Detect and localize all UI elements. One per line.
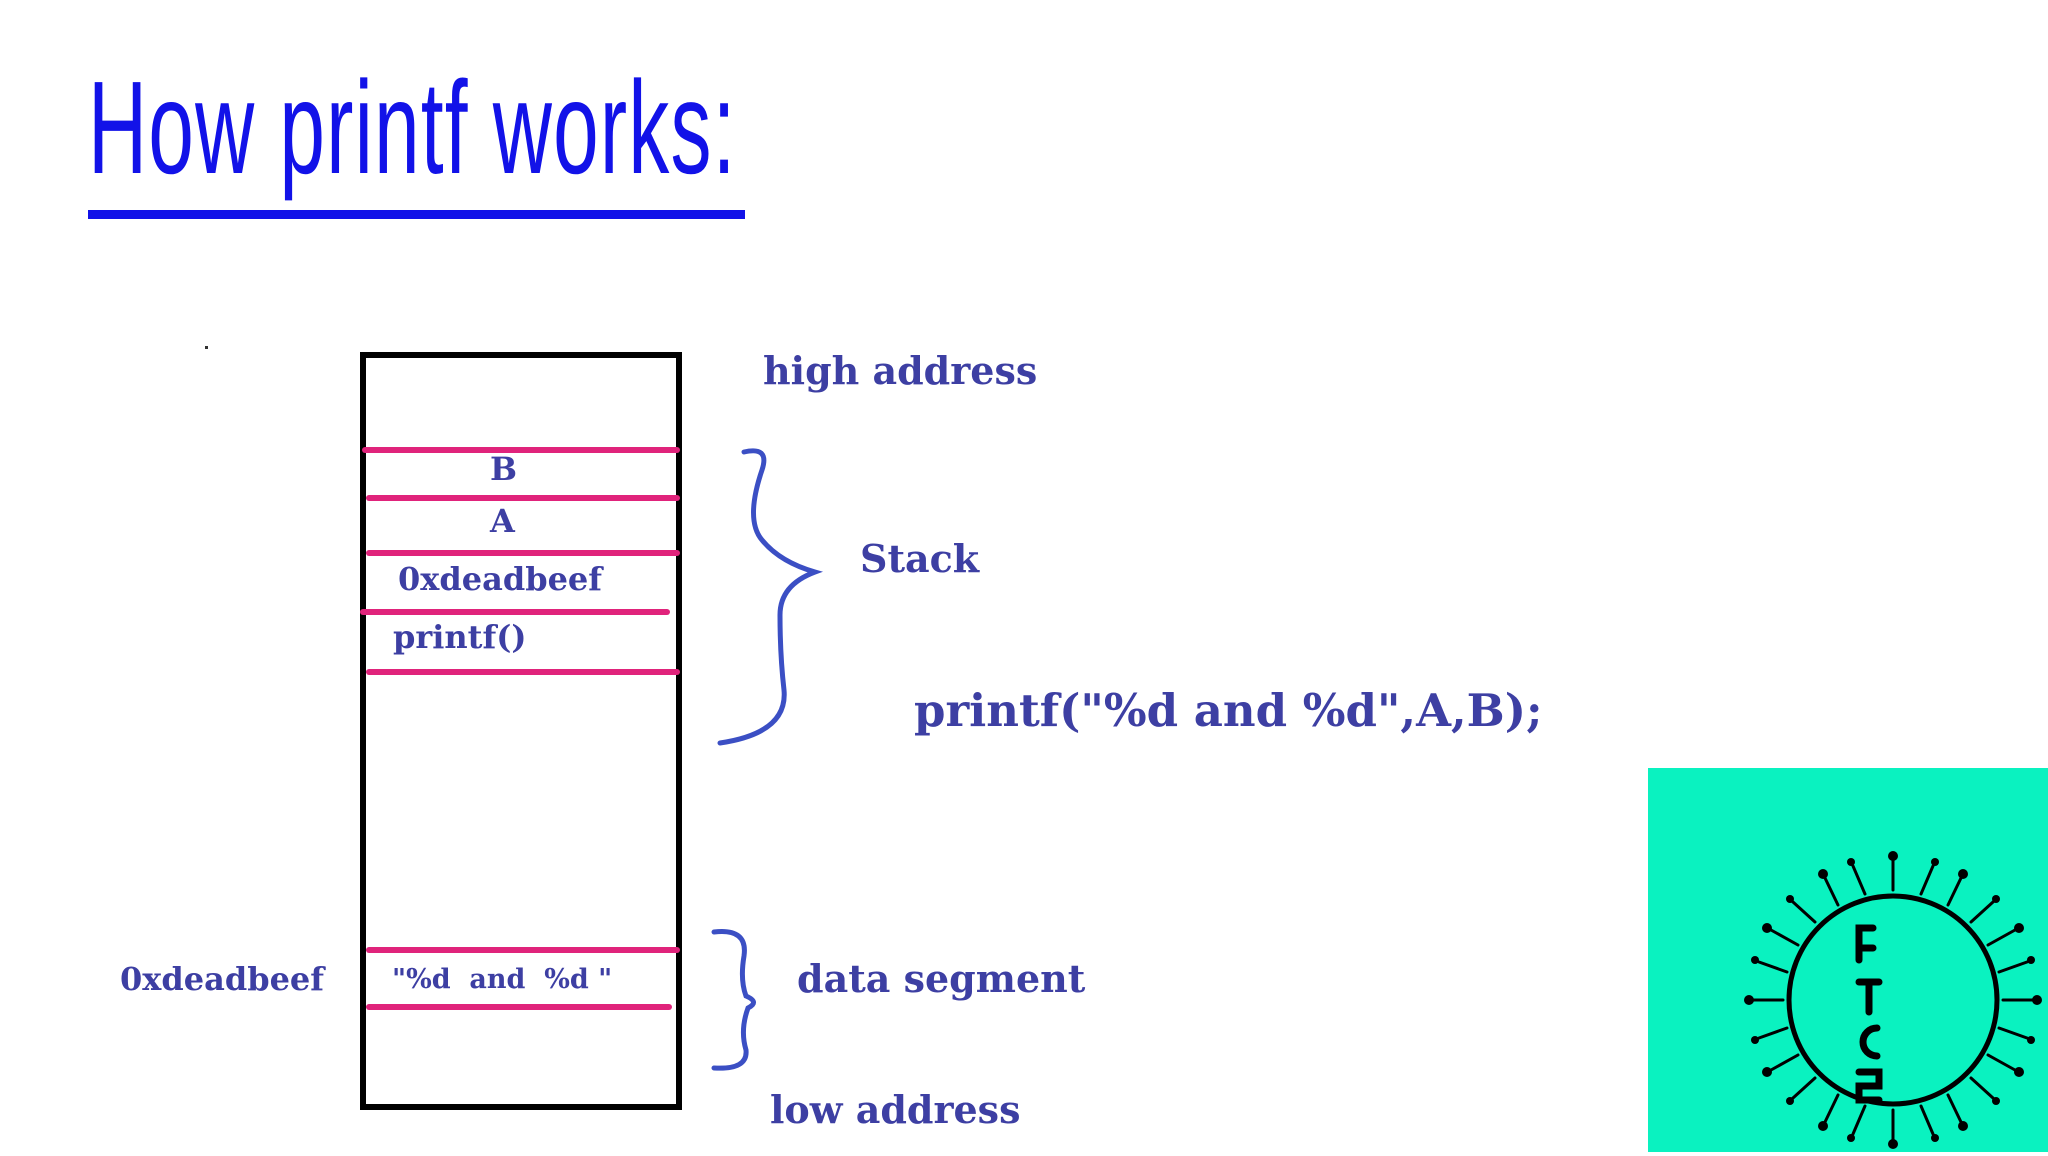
stack-divider-b-a <box>366 495 680 501</box>
scet-logo <box>1744 851 2042 1149</box>
stack-cell-printf: printf() <box>393 618 527 656</box>
stack-divider-top <box>362 447 680 453</box>
memory-column <box>360 352 682 1110</box>
stack-brace <box>717 448 824 746</box>
stack-cell-b: B <box>490 450 518 488</box>
logo-panel <box>1648 768 2048 1152</box>
data-divider-bottom <box>366 1004 672 1010</box>
data-cell-format-string: "%d and %d " <box>392 964 613 995</box>
stack-divider-a-address <box>366 550 680 556</box>
data-divider-top <box>366 947 680 953</box>
stack-label: Stack <box>860 536 980 581</box>
title-underline <box>88 210 745 219</box>
format-string-address: 0xdeadbeef <box>120 960 325 998</box>
low-address-label: low address <box>770 1087 1021 1132</box>
printf-call-code: printf("%d and %d",A,B); <box>914 684 1543 737</box>
stack-cell-address: 0xdeadbeef <box>398 560 603 598</box>
stack-cell-a: A <box>490 502 515 540</box>
stray-dot <box>205 346 208 349</box>
slide-title: How printf works: <box>88 54 737 201</box>
stack-divider-address-printf <box>360 609 670 615</box>
stack-divider-bottom <box>366 669 680 675</box>
data-segment-brace <box>711 929 756 1071</box>
data-segment-label: data segment <box>797 956 1086 1001</box>
high-address-label: high address <box>763 348 1038 393</box>
